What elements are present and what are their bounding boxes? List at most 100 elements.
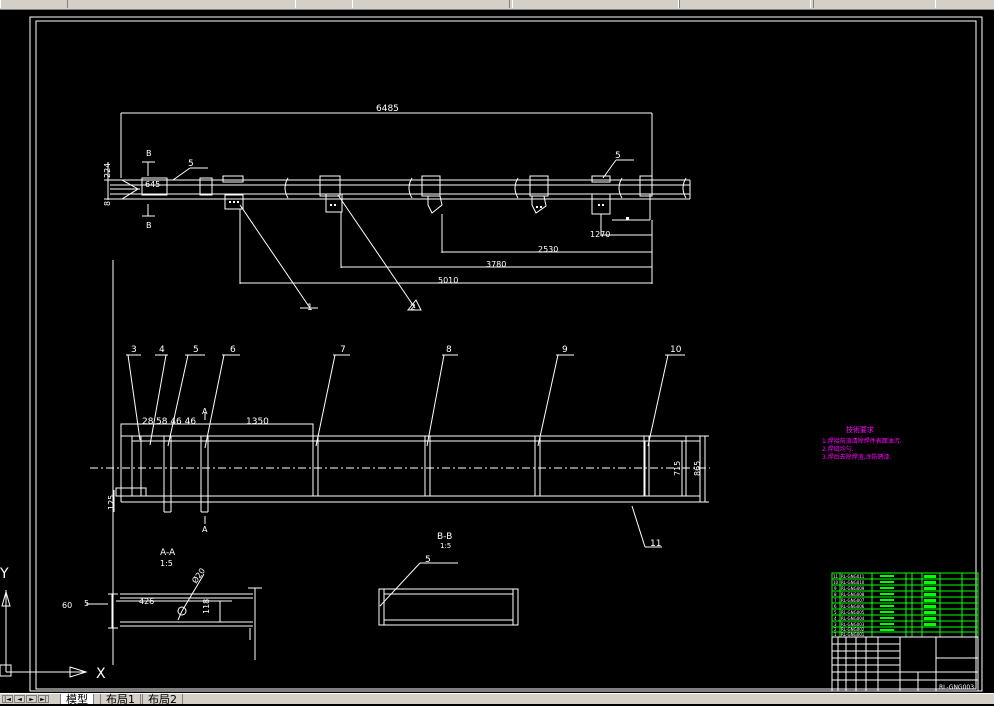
dim-3780: 3780 — [486, 260, 506, 269]
bom-cells — [880, 575, 936, 631]
section-b-bottom: B — [146, 221, 152, 230]
next-tab-button[interactable]: ► — [26, 695, 37, 703]
front-view-labels: 3 4 5 6 7 8 9 10 11 1350 28 58 46 46 715… — [107, 345, 702, 549]
notes-heading: 技術要求 — [846, 425, 874, 434]
layer-dropdown[interactable] — [352, 0, 510, 8]
dim-2530: 2530 — [538, 245, 558, 254]
dim-645: 645 — [145, 180, 160, 189]
callout-6: 6 — [230, 345, 236, 355]
dim-60: 60 — [62, 601, 72, 610]
drawing-canvas[interactable]: 6485 224 8 645 1270 2530 3780 5010 B B 5… — [0, 10, 994, 693]
section-bb — [378, 562, 519, 626]
svg-text:2: 2 — [834, 627, 837, 632]
callout-3: 3 — [131, 345, 137, 355]
ucs-x-label: X — [96, 666, 106, 682]
dim-118: 118 — [202, 599, 211, 614]
svg-text:7: 7 — [834, 598, 837, 603]
svg-text:5: 5 — [834, 610, 837, 615]
tab-layout2[interactable]: 布局2 — [142, 694, 183, 705]
section-bb-labels: B-B 1:5 5 — [425, 532, 452, 565]
dim-865: 865 — [693, 461, 702, 476]
callout-1: 1 — [307, 303, 313, 313]
callout-7: 7 — [340, 345, 346, 355]
application-toolbar — [0, 0, 994, 10]
front-view — [90, 260, 710, 665]
note-3: 3.焊后去除焊渣,涂防銹漆. — [822, 453, 892, 461]
sheet-border-inner — [35, 20, 977, 690]
plotstyle-dropdown[interactable] — [810, 0, 936, 8]
callout-8: 8 — [446, 345, 452, 355]
svg-text:4: 4 — [834, 616, 837, 621]
note-2: 2.焊縫均勻. — [822, 445, 854, 453]
dim-28: 28 — [142, 417, 154, 427]
svg-text:11: 11 — [833, 574, 839, 579]
bom-table — [831, 572, 979, 638]
title-block-text: RL-GNG003 — [939, 684, 974, 691]
dim-chain: 58 46 46 — [156, 417, 196, 427]
callout-10: 10 — [670, 345, 682, 355]
svg-text:RL-GNG010: RL-GNG010 — [841, 580, 865, 585]
ucs-labels: Y X — [0, 566, 106, 682]
section-a-bottom: A — [202, 525, 208, 534]
svg-text:6: 6 — [834, 604, 837, 609]
svg-text:3: 3 — [834, 622, 837, 627]
last-tab-button[interactable]: ►| — [38, 695, 49, 703]
callout-9: 9 — [562, 345, 568, 355]
svg-text:RL-GNG004: RL-GNG004 — [841, 616, 865, 621]
ucs-y-label: Y — [0, 566, 9, 582]
svg-text:1: 1 — [834, 632, 837, 637]
technical-notes: 技術要求 1.焊接前須清除焊件表面油污. 2.焊縫均勻. 3.焊后去除焊渣,涂防… — [822, 425, 902, 461]
svg-text:RL-GNG007: RL-GNG007 — [841, 598, 865, 603]
lineweight-dropdown[interactable] — [678, 0, 814, 8]
bb-scale: 1:5 — [440, 542, 451, 550]
dim-426: 426 — [139, 597, 154, 606]
section-a-top: A — [202, 407, 208, 416]
callout-4: 4 — [159, 345, 165, 355]
dim-125: 125 — [107, 495, 116, 510]
svg-text:9: 9 — [834, 586, 837, 591]
svg-text:RL-GNG005: RL-GNG005 — [841, 610, 865, 615]
sheet-border-outer — [29, 16, 983, 692]
first-tab-button[interactable]: |◄ — [2, 695, 13, 703]
svg-text:8: 8 — [834, 592, 837, 597]
title-block — [831, 636, 979, 692]
svg-text:RL-GNG002: RL-GNG002 — [841, 627, 865, 632]
top-view-labels: 6485 224 8 645 1270 2530 3780 5010 B B 5… — [103, 104, 621, 313]
svg-text:RL-GNG001: RL-GNG001 — [841, 632, 865, 637]
tab-model[interactable]: 模型 — [60, 694, 94, 705]
svg-text:10: 10 — [833, 580, 839, 585]
aa-weld: 5 — [84, 599, 89, 608]
weld-left: 5 — [188, 159, 194, 169]
svg-text:RL-GNG009: RL-GNG009 — [841, 586, 865, 591]
bb-title: B-B — [437, 532, 452, 542]
top-view — [104, 112, 691, 311]
dim-5010: 5010 — [438, 276, 458, 285]
svg-text:RL-GNG011: RL-GNG011 — [841, 574, 865, 579]
tab-layout1[interactable]: 布局1 — [100, 694, 141, 705]
aa-scale: 1:5 — [160, 559, 173, 568]
dim-8: 8 — [103, 201, 112, 206]
ucs-icon — [0, 590, 88, 678]
svg-text:RL-GNG008: RL-GNG008 — [841, 592, 865, 597]
callout-11: 11 — [650, 539, 661, 549]
prev-tab-button[interactable]: ◄ — [14, 695, 25, 703]
layout-tab-bar: |◄ ◄ ► ►| 模型 布局1 布局2 — [0, 693, 994, 705]
toolbar-extra[interactable] — [935, 0, 994, 8]
bb-weld: 5 — [425, 555, 431, 565]
callout-2: 2 — [410, 303, 416, 313]
dim-6485: 6485 — [376, 104, 399, 114]
dim-1270: 1270 — [590, 230, 610, 239]
toolbar-icons-2[interactable] — [295, 0, 353, 8]
dim-1350: 1350 — [246, 417, 269, 427]
dim-angle: Ø20 — [189, 566, 207, 585]
drawing-number: RL-GNG003 — [939, 684, 974, 691]
toolbar-icons[interactable] — [0, 0, 68, 8]
svg-text:RL-GNG003: RL-GNG003 — [841, 622, 865, 627]
cad-drawing[interactable]: 6485 224 8 645 1270 2530 3780 5010 B B 5… — [0, 10, 994, 693]
section-aa — [86, 573, 262, 660]
aa-title: A-A — [160, 548, 176, 558]
bom-text: 11 RL-GNG011 10 RL-GNG010 9 RL-GNG009 8 … — [833, 574, 865, 637]
linetype-dropdown[interactable] — [512, 0, 680, 8]
svg-text:RL-GNG006: RL-GNG006 — [841, 604, 865, 609]
section-b-top: B — [146, 149, 152, 158]
